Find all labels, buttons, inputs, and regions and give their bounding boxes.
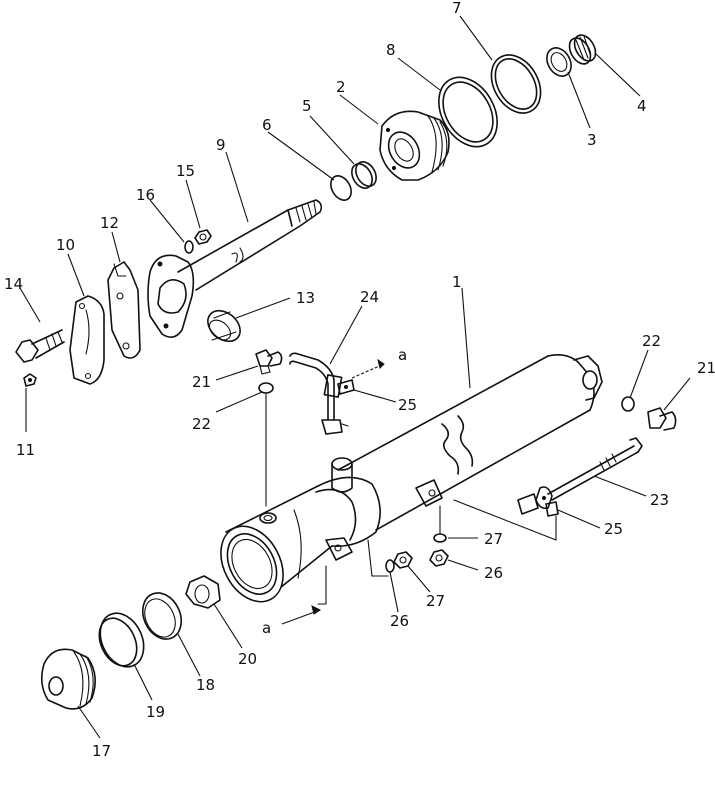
label-25-lower: 25 (604, 520, 623, 538)
label-10: 10 (56, 236, 75, 254)
label-26-left: 26 (390, 612, 409, 630)
part-11-grease-fitting (23, 373, 37, 387)
label-21-left: 21 (192, 373, 211, 391)
part-22-o-ring-left (258, 382, 274, 394)
part-1-cylinder-tube (220, 354, 603, 603)
part-2-cylinder-head (379, 110, 450, 181)
part-4-bearing (568, 34, 597, 65)
label-2: 2 (336, 78, 346, 96)
label-5: 5 (302, 97, 312, 115)
part-12-clamp (107, 261, 141, 359)
part-25-clip-lower (545, 501, 559, 517)
part-21-elbow-left (255, 349, 283, 375)
label-20: 20 (238, 650, 257, 668)
leader-lines (19, 15, 691, 739)
label-13: 13 (296, 289, 315, 307)
part-10-clamp (69, 295, 105, 385)
label-8: 8 (386, 41, 396, 59)
label-24: 24 (360, 288, 379, 306)
label-22-left: 22 (192, 415, 211, 433)
marker-a-bottom-text: a (262, 619, 271, 637)
part-15-nut (194, 229, 212, 245)
part-7-o-ring (490, 54, 542, 114)
marker-a-bottom: a (262, 605, 321, 637)
label-27-left: 27 (426, 592, 445, 610)
label-4: 4 (637, 97, 647, 115)
part-18-ring (141, 592, 183, 640)
part-3-ring (546, 47, 572, 77)
part-16-washer (184, 240, 194, 254)
part-13-bushing (207, 309, 241, 343)
label-12: 12 (100, 214, 119, 232)
label-6: 6 (262, 116, 272, 134)
label-22-right: 22 (642, 332, 661, 350)
label-16: 16 (136, 186, 155, 204)
part-20-piston-nut (185, 575, 221, 609)
part-8-backup-ring (438, 76, 498, 148)
label-11: 11 (16, 441, 35, 459)
part-21-elbow-right (647, 407, 677, 431)
part-27-washer-left (385, 559, 395, 573)
label-1: 1 (452, 273, 462, 291)
label-21-right: 21 (697, 359, 715, 377)
label-27-right: 27 (484, 530, 503, 548)
part-6-snap-ring (330, 175, 352, 201)
label-18: 18 (196, 676, 215, 694)
part-26-nut-right (429, 549, 449, 567)
part-26-nut-left (393, 551, 413, 569)
label-26-right: 26 (484, 564, 503, 582)
part-9-piston-rod (177, 199, 323, 291)
part-24-tube (289, 352, 349, 435)
label-19: 19 (146, 703, 165, 721)
marker-a-top-text: a (398, 346, 407, 364)
part-23-tube (517, 437, 643, 515)
part-labels: 1 2 3 4 5 6 7 8 9 10 11 12 13 14 15 16 1… (4, 0, 715, 760)
label-23: 23 (650, 491, 669, 509)
label-9: 9 (216, 136, 226, 154)
label-3: 3 (587, 131, 597, 149)
label-25-upper: 25 (398, 396, 417, 414)
part-27-washer-right (433, 533, 447, 543)
part-17-piston (40, 648, 96, 710)
rod-eye (147, 254, 195, 338)
part-22-o-ring-right (621, 396, 635, 412)
label-7: 7 (452, 0, 462, 17)
part-19-wear-ring (98, 612, 145, 668)
label-17: 17 (92, 742, 111, 760)
part-5-seal (351, 161, 377, 189)
assembly-lines (265, 393, 557, 605)
label-15: 15 (176, 162, 195, 180)
label-14: 14 (4, 275, 23, 293)
marker-a-top: a (351, 346, 407, 379)
part-14-bolt (15, 329, 65, 363)
